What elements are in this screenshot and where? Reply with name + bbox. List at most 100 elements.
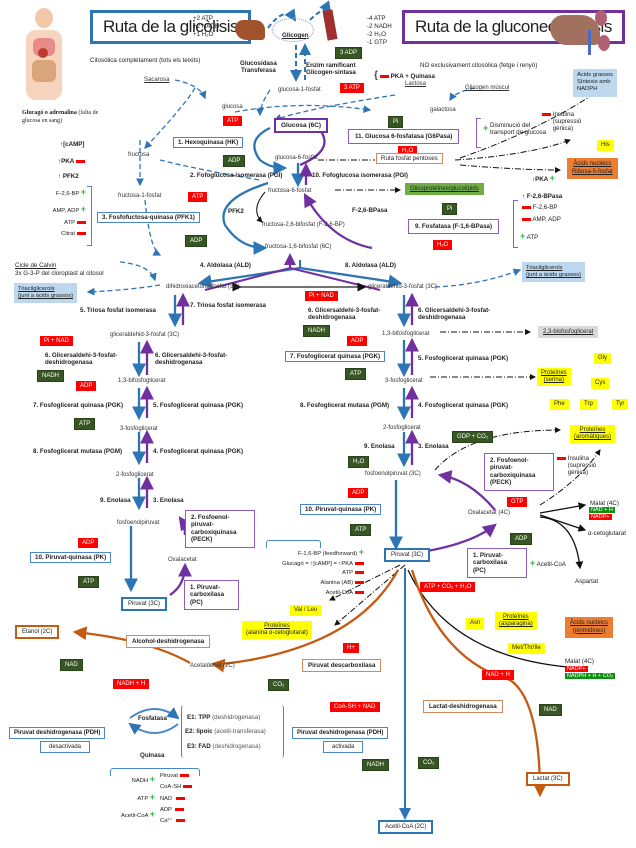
metab-pep-right: fosfoenolpiruvat (3C) [365,471,421,477]
pdh-subunits-bracket [181,705,284,758]
cofactor-coash-nad: CoA-SH + NAD [330,702,380,712]
enzyme-pgk4-right[interactable]: 4. Fosfoglicerat quinasa (PGK) [418,402,509,409]
cofactor-nadh-pdh: NADH [362,759,390,771]
pdh-inactive[interactable]: Piruvat deshidrogenasa (PDH) [9,727,106,739]
enzyme-fbpase[interactable]: 9. Fosfatasa (F-1,6-BPasa) [408,219,500,235]
metab-malat-top: Malat (4C) [590,500,619,507]
hormone-trigger: Glucagó o adrenalina (falta de glucosa e… [22,110,99,124]
enzyme-gapdh-glycolysis[interactable]: 6. Glicersaldehi-3-fosfat-deshidrogenasa [45,352,118,367]
cofactor-adp-pk-left: ADP [78,538,99,548]
cofactor-co2-decarbox: CO₂ [268,679,290,691]
pdh-act-nadh: NADH + [131,774,155,784]
metab-piruvat-center: Piruvat (3C) [384,548,431,562]
cofactor-h-plus: H+ [343,643,359,653]
enzyme-pgk5-right[interactable]: 5. Fosfoglicerat quinasa (PGK) [418,355,509,362]
cost-nadh: -2 NADH [367,23,392,31]
glycolysis-yield: +2 ATP +2 NADH +1 H₂O [193,15,219,39]
hormone-pfk2: ↑ PFK2 [58,173,79,180]
pdh-quinasa: Quinasa [140,752,165,759]
enzyme-pgm-right[interactable]: 8. Fosfoglicerat mutasa (PGM) [300,402,390,409]
enzyme-peck-right[interactable]: 2. Fosfoenol-piruvat-carboxiquinasa (PEC… [484,453,554,491]
cofactor-h2o-fbpase: H₂O [433,240,453,250]
enzyme-hexoquinasa[interactable]: 1. Hexoquinasa (HK) [173,137,244,148]
pdh-e2: E2: lipoic (acetil-transferasa) [185,728,266,735]
yield-atp: +2 ATP [193,15,214,22]
enzyme-peck-left[interactable]: 2. Fosfoenol-piruvat-carboxiquinasa (PEC… [185,510,255,548]
pdh-fosfatasa: Fosfatasa [138,715,167,722]
pdh-inh-ca: Ca²⁺ [160,816,198,827]
enzyme-pgk-glycolysis[interactable]: 7. Fosfoglicerat quinasa (PGK) [33,402,124,409]
enzyme-pfk1[interactable]: 3. Fosfofuctosa-quinasa (PFK1) [97,212,200,223]
cofactor-nadp-red: NADP+ [589,514,612,520]
regulator-bracket [87,186,92,246]
peck-inhibitor: Insulina (supressió gènica) [555,455,596,476]
metab-g3p-left: gliceraldehid-3-fosfat (3C) [110,332,180,338]
enzyme-gapdh-gluconeo-left[interactable]: 6. Glicersaldehi-3-fosfat-deshidrogenasa [155,352,228,367]
enzyme-ald-gluconeo[interactable]: 8. Aldolasa (ALD) [345,262,396,269]
metab-fructosa-1p: fructosa-1-fosfat [118,193,162,199]
g6pase-activator: + Disminució del transport de glucosa [483,122,547,137]
pfk1-regulators: F-2,6-BP + AMP, ADP + ATP Citrat [38,184,86,240]
fbpase-reg-atp: + ATP [520,230,539,241]
prot-aromatic-box: Proteïnes (aromàtiques) [570,425,616,444]
metab-etanol: Etanol (2C) [15,625,60,639]
enzyme-enolase-glycolysis[interactable]: 9. Enolasa [100,497,131,504]
enzyme-pgk4-left[interactable]: 4. Fosfoglicerat quinasa (PGK) [153,448,244,455]
pka-plus: ↑PKA + [532,173,555,183]
enzyme-pgi-glycolysis[interactable]: 2. Fofoglucosa isomerasa (PGI) [190,172,283,179]
pdh-e1: E1: TPP (deshidrogenasa) [187,714,261,721]
metab-13bpg-right: 1,3-bifosfoglicerat [382,331,430,337]
cofactor-pi-fbpase: Pi [442,203,458,215]
pk-reg-f16bp: F-1,6-BP (feedforward) + [297,547,364,557]
pdh-e3: E3: FAD (deshidrogenasa) [187,743,261,750]
metab-glucosa-6c: Glucosa (6C) [281,122,322,129]
enzyme-ruta-pentoses[interactable]: Ruta fosfat pentoses [376,153,443,164]
pdh-inh-piruvat: Piruvat [160,771,198,782]
enzyme-enolase-right-b[interactable]: 3. Enolasa [418,443,449,450]
metab-oxalacetat-right: Oxalacetat (4C) [468,510,511,516]
regulator-atp: ATP [38,218,86,229]
cofactor-gtp: GTP [507,497,528,507]
enzyme-ald-glycolysis[interactable]: 4. Aldolasa (ALD) [200,262,251,269]
enzyme-pgk-right[interactable]: 7. Fosfoglicerat quinasa (PGK) [285,351,386,362]
pdh-inh-coash: CoA-SH [160,782,198,793]
pdh-kinase-inhibitors: Piruvat CoA-SH NAD ADP Ca²⁺ [160,771,198,827]
enzyme-piruvat-decarbox[interactable]: Piruvat descarboxilasa [302,659,382,672]
enzyme-enolase-right-a[interactable]: 9. Enolasa [364,443,395,450]
enzyme-g6pase[interactable]: 11. Glucosa 6-fosfatasa (G6Pasa) [348,129,460,145]
metab-2pg-left: 2-fosfoglicerat [116,472,154,478]
enzyme-pgk5-left[interactable]: 5. Fosfoglicerat quinasa (PGK) [153,402,244,409]
enzyme-gapdh-gluconeo-right-b[interactable]: 6. Glicersaldehi-3-fosfat-deshidrogenasa [418,307,491,322]
enzyme-pk-right[interactable]: 10. Piruvat-quinasa (PK) [300,504,382,515]
minus-icon [76,159,86,163]
metab-lactat: Lactat (3C) [526,772,570,786]
enzyme-alcohol-dh[interactable]: Alcohol-deshidrogenasa [126,635,211,648]
cofactor-adp-pc: ADP [510,533,533,545]
enzyme-tpi-glycolysis[interactable]: 5. Triosa fosfat isomerasa [80,307,157,314]
enzyme-pk-left[interactable]: 10. Piruvat-quinasa (PK) [30,552,112,563]
enzyme-pc-right[interactable]: 1. Piruvat-carboxilasa (PC) [467,548,527,579]
hormone-pka: ↑PKA [58,158,86,165]
enzyme-pc-left[interactable]: 1. Piruvat-carboxilasa (PC) [184,580,239,611]
enzyme-lactat-dh[interactable]: Lactat-deshidrogenasa [423,700,503,713]
metab-f16bp: fructosa-1,6-bifosfat (6C) [265,244,332,250]
nucleic-ribose-box: Àcids nucleics Ribosa-5-fosfat [567,158,618,179]
pk-reg-glucagon: Glucagó = ↑[cAMP] = ↑PKA [262,560,364,570]
enzyme-tpi-gluconeo[interactable]: 7. Triosa fosfat isomerasa [190,302,267,309]
enzyme-pfk2[interactable]: PFK2 [228,208,244,215]
cys-box: Cys [591,378,610,390]
enzyme-enolase-gluconeo-left[interactable]: 3. Enolasa [153,497,184,504]
minus-icon [77,232,86,236]
cofactor-nadph-green: NADPH + H + CO₂ [565,673,616,679]
prot-serina-box: Proteïnes (serina) [537,368,571,387]
triacil-right-box: Triacilglicerols (junt a àcids grassos) [522,262,586,283]
enzyme-pgi-gluconeo[interactable]: 10. Fofoglucosa isomerasa (PGI) [312,172,408,179]
enzyme-f26bpase[interactable]: F-2,6-BPasa [352,207,388,214]
metab-a-ketoglutarat: α-cetoglutarat [588,530,626,537]
cofactor-gdp-co2: GDP + CO₂ [452,431,494,443]
plus-icon: + [80,187,86,197]
metab-g1p: glucosa-1-fosfat [278,87,321,93]
enzyme-pgm-glycolysis[interactable]: 8. Fosfoglicerat mutasa (PGM) [33,448,123,455]
enzyme-gapdh-gluconeo-right-a[interactable]: 6. Glicersaldehi-3-fosfat-deshidrogenasa [308,307,381,322]
pdh-active[interactable]: Piruvat deshidrogenasa (PDH) [292,727,389,739]
